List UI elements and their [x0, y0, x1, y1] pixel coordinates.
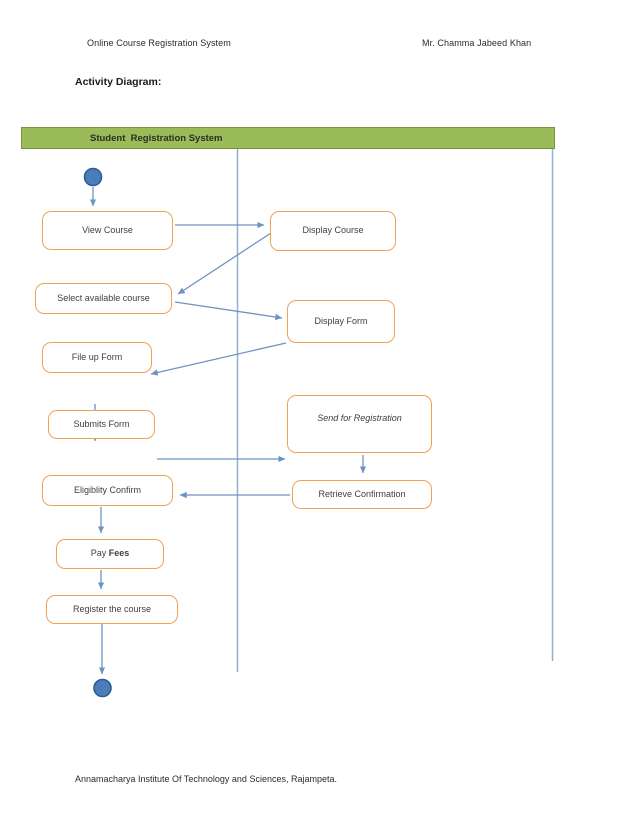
- activity-eligiblity-confirm: Eligiblity Confirm: [42, 475, 173, 506]
- edge-display-form-to-file-up-form: [150, 342, 287, 376]
- pay-fees-label-prefix: Pay: [90, 548, 109, 559]
- activity-select-available-course: Select available course: [35, 283, 172, 314]
- activity-view-course: View Course: [42, 211, 173, 250]
- swimlane-title: Student Registration System: [90, 132, 223, 144]
- activity-send-for-registration: Send for Registration: [287, 395, 432, 453]
- activity-display-form: Display Form: [287, 300, 395, 343]
- header-right-author: Mr. Chamma Jabeed Khan: [422, 38, 532, 48]
- header-left-title: Online Course Registration System: [87, 38, 231, 48]
- activity-retrieve-confirmation: Retrieve Confirmation: [292, 480, 432, 509]
- activity-file-up-form: File up Form: [42, 342, 152, 373]
- swimlane-header-bar: Student Registration System: [21, 127, 555, 149]
- edge-display-course-to-select-available-course: [177, 232, 272, 295]
- activity-pay-fees: Pay Fees: [56, 539, 164, 569]
- activity-register-the-course: Register the course: [46, 595, 178, 624]
- activity-submits-form: Submits Form: [48, 410, 155, 439]
- pay-fees-label-bold: Fees: [108, 548, 130, 559]
- activity-display-course: Display Course: [270, 211, 396, 251]
- start-node-icon: [83, 167, 103, 187]
- section-title: Activity Diagram:: [75, 76, 162, 88]
- end-node-icon: [93, 678, 112, 698]
- edge-select-available-course-to-display-form: [174, 301, 283, 321]
- footer-institute-name: Annamacharya Institute Of Technology and…: [75, 774, 337, 784]
